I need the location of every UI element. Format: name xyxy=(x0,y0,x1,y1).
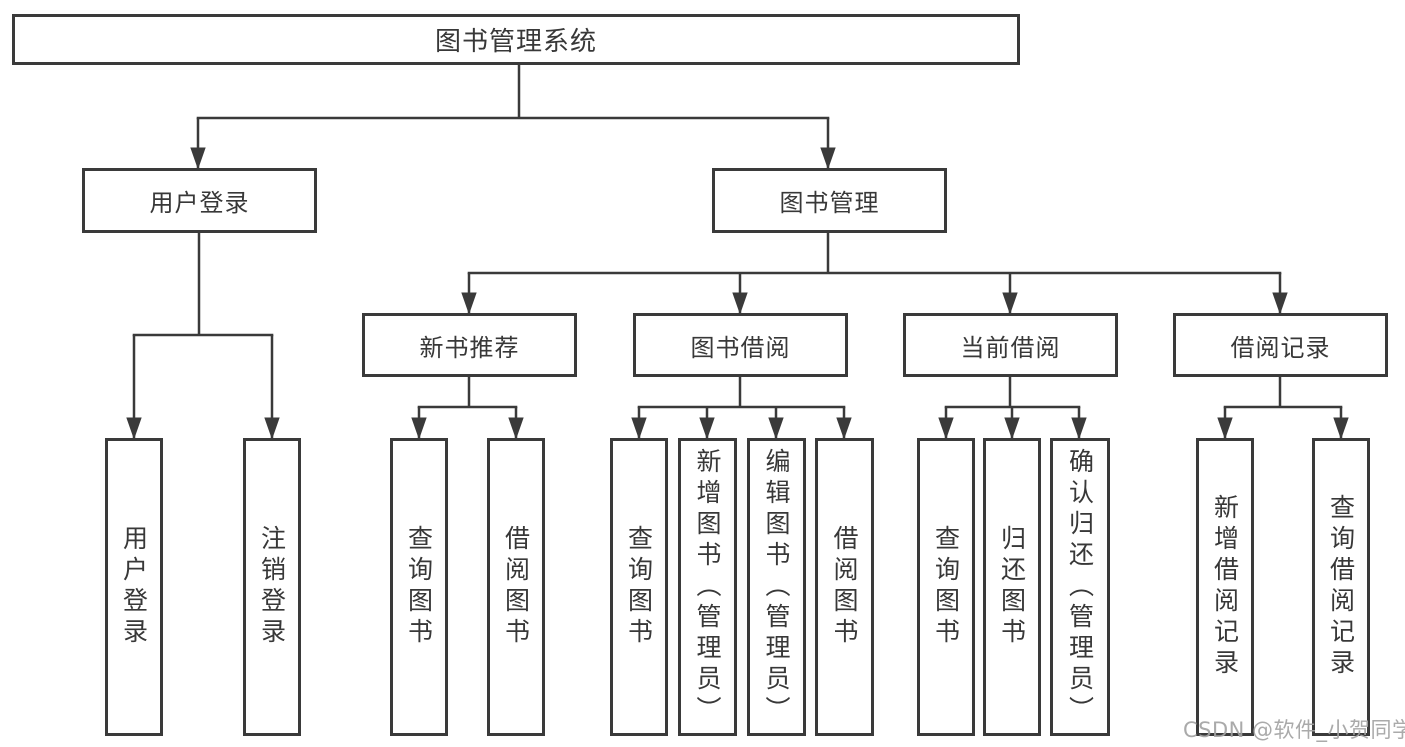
leaf-borrow-books-borrowing: 借阅图书 xyxy=(815,438,874,736)
node-current-borrowing: 当前借阅 xyxy=(903,313,1118,377)
node-book-management: 图书管理 xyxy=(712,168,947,233)
leaf-query-books-borrowing-label: 查询图书 xyxy=(624,525,654,649)
node-new-book-recommend: 新书推荐 xyxy=(362,313,577,377)
leaf-query-books-current: 查询图书 xyxy=(917,438,975,736)
leaf-edit-books-admin: 编辑图书（管理员） xyxy=(747,438,806,736)
leaf-borrow-books-recommend-label: 借阅图书 xyxy=(501,525,531,649)
leaf-edit-books-admin-label: 编辑图书（管理员） xyxy=(762,447,791,727)
leaf-confirm-return-admin: 确认归还（管理员） xyxy=(1050,438,1110,736)
leaf-query-borrow-record-label: 查询借阅记录 xyxy=(1326,494,1356,680)
leaf-add-books-admin-label: 新增图书（管理员） xyxy=(693,447,722,727)
leaf-add-borrow-record-label: 新增借阅记录 xyxy=(1210,494,1240,680)
leaf-add-borrow-record: 新增借阅记录 xyxy=(1196,438,1254,736)
watermark: CSDN @软件_小贺同学 xyxy=(1183,718,1405,742)
node-user-login: 用户登录 xyxy=(82,168,317,233)
leaf-query-books-recommend-label: 查询图书 xyxy=(404,525,434,649)
node-book-borrowing: 图书借阅 xyxy=(633,313,848,377)
leaf-query-books-borrowing: 查询图书 xyxy=(610,438,668,736)
leaf-logout-label: 注销登录 xyxy=(257,525,287,649)
leaf-query-books-current-label: 查询图书 xyxy=(931,525,961,649)
node-borrowing-records: 借阅记录 xyxy=(1173,313,1388,377)
leaf-confirm-return-admin-label: 确认归还（管理员） xyxy=(1065,447,1095,727)
leaf-return-books-label: 归还图书 xyxy=(997,525,1027,649)
leaf-query-books-recommend: 查询图书 xyxy=(390,438,448,736)
node-root: 图书管理系统 xyxy=(12,14,1020,65)
leaf-query-borrow-record: 查询借阅记录 xyxy=(1312,438,1370,736)
leaf-logout: 注销登录 xyxy=(243,438,301,736)
leaf-user-login-label: 用户登录 xyxy=(119,525,149,649)
leaf-return-books: 归还图书 xyxy=(983,438,1041,736)
leaf-borrow-books-borrowing-label: 借阅图书 xyxy=(830,525,859,649)
leaf-user-login: 用户登录 xyxy=(105,438,163,736)
leaf-add-books-admin: 新增图书（管理员） xyxy=(678,438,737,736)
leaf-borrow-books-recommend: 借阅图书 xyxy=(487,438,545,736)
